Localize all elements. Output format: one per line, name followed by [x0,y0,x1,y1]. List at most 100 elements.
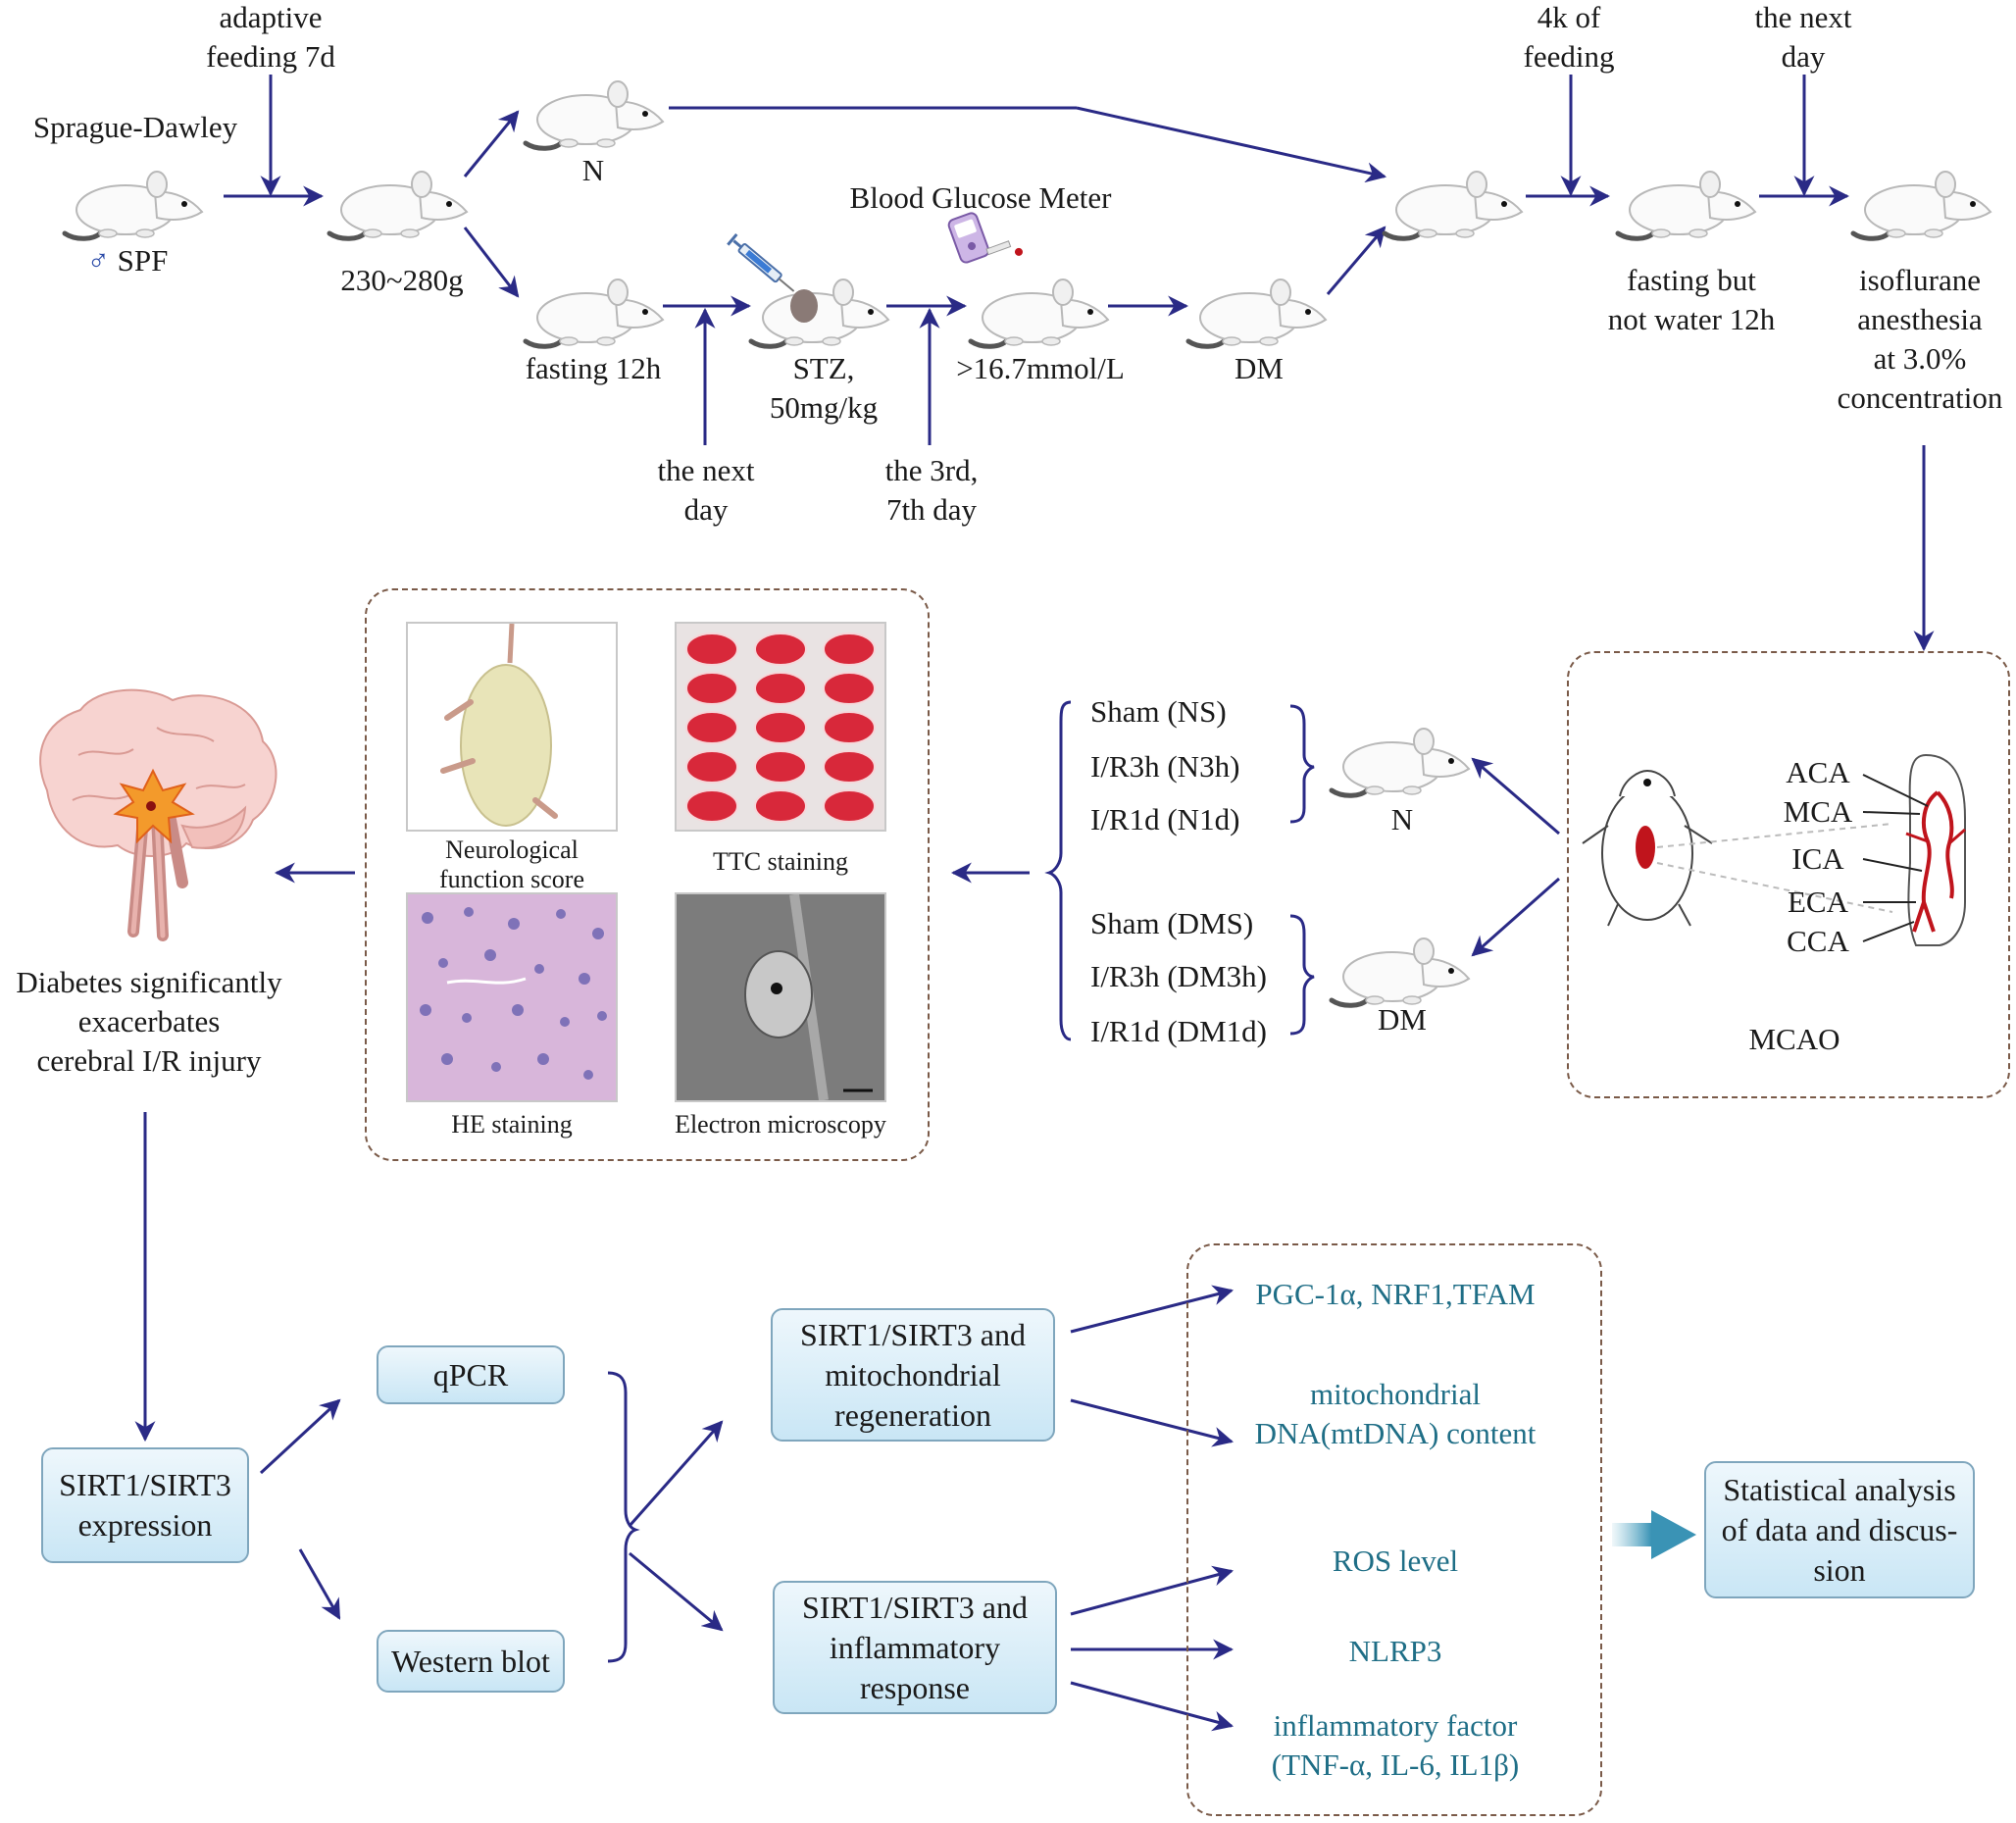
rat-icon [526,81,663,148]
group-n1d: I/R1d (N1d) [1090,802,1240,836]
qpcr-text: qPCR [432,1356,509,1393]
western-blot-text: Western blot [391,1643,550,1679]
artery-cca: CCA [1787,924,1849,958]
rat-icon [65,172,202,238]
weight-label: 230~280g [340,263,464,297]
arrow-sirt-to-qpcr [259,1398,341,1475]
syringe-icon [727,232,795,292]
rat-icon [971,279,1108,346]
arrow-n-to-merge [1076,106,1387,183]
adaptive-line-2: feeding 7d [206,39,335,74]
arrow-to-inflam-factor [1070,1681,1235,1732]
group-n-label: N [1390,802,1414,836]
mtdna-line-1: mitochondrial [1310,1377,1481,1411]
dm-label: DM [1235,351,1284,385]
adaptive-line-1: adaptive [219,0,323,34]
spf-text: SPF [117,243,169,278]
fat-arrow-icon [1612,1510,1696,1559]
ttc-label: TTC staining [713,847,848,876]
adaptive-label: adaptive feeding 7d [173,0,369,76]
arrow-brace-to-mito [628,1420,724,1527]
artery-map-icon [1862,753,1966,946]
neuro-line-1: Neurological [445,836,579,864]
he-label: HE staining [451,1110,573,1139]
sirt-box-line-1: SIRT1/SIRT3 [59,1467,231,1502]
arrow-to-mtdna [1070,1398,1235,1447]
outcome-ros: ROS level [1332,1544,1459,1578]
injection-site [790,289,818,323]
arrow-to-ros [1070,1565,1235,1616]
brain-icon [39,688,277,941]
n-group-label: N [581,153,605,187]
group-dm1d: I/R1d (DM1d) [1090,1014,1267,1048]
day37-line-1: the 3rd, [884,453,979,487]
group-n3h: I/R3h (N3h) [1090,749,1240,784]
glucometer-icon [947,212,1023,264]
neuro-line-2: function score [438,865,584,893]
artery-mca: MCA [1783,794,1853,829]
rat-icon [1332,938,1469,1005]
arrow-brace-to-inflam [629,1551,724,1632]
outcome-inflammatory-factor: inflammatory factor(TNF-α, IL-6, IL1β) [1196,1706,1594,1785]
stats-line-2: of data and discus- [1721,1511,1958,1547]
next-day2-line-1: the next [1754,0,1852,34]
arrow-to-fasting [463,227,520,298]
artery-ica: ICA [1791,841,1844,876]
braces [607,700,1315,1663]
ttc-photo [675,622,886,832]
conclusion-line-3: cerebral I/R injury [36,1043,262,1078]
stz-label: STZ,50mg/kg [745,349,902,428]
fasting-label: fasting 12h [525,351,662,385]
western-blot-box: Western blot [377,1630,565,1693]
male-symbol: ♂ [86,243,110,278]
fasting2-line-2: not water 12h [1607,302,1776,336]
mcao-label: MCAO [1748,1022,1840,1056]
artery-aca: ACA [1786,755,1850,789]
outcomes-box [1186,1243,1602,1816]
anesthesia-line-4: concentration [1837,380,2003,415]
neuro-photo [406,622,618,832]
rat-icon [1853,172,1991,238]
em-label: Electron microscopy [675,1110,886,1139]
spf-label: ♂ SPF [59,241,196,280]
rat-icon [1618,172,1755,238]
mcao-rat-illustration [1582,769,1893,927]
conclusion-line-1: Diabetes significantly [16,965,282,999]
inflam-factor-line-1: inflammatory factor [1273,1708,1518,1743]
bgm-label: Blood Glucose Meter [849,180,1112,215]
sd-label: Sprague-Dawley [32,110,238,144]
arrow-to-n [463,110,520,177]
qpcr-box: qPCR [377,1345,565,1404]
arrow-mcao-to-dm [1471,877,1560,957]
stats-line-1: Statistical analysis [1723,1471,1956,1507]
rat-icon [1385,172,1522,238]
day37-label: the 3rd,7th day [853,451,1010,530]
group-ns: Sham (NS) [1090,694,1227,729]
flow-arrows [134,75,1935,1732]
rat-icon [329,172,467,238]
hanging-rat-icon [440,623,558,827]
sirt-expression-box: SIRT1/SIRT3 expression [41,1447,249,1563]
arrow-sirt-to-wb [298,1548,341,1620]
ttc-slices-icon [685,633,876,823]
outcome-pgc: PGC-1α, NRF1,TFAM [1255,1277,1536,1311]
mito-box-line-3: regeneration [834,1396,991,1433]
group-dm3h: I/R3h (DM3h) [1090,959,1267,993]
arrow-to-pgc [1070,1285,1235,1334]
assay-brace [607,1371,640,1663]
he-photo [406,892,618,1102]
sirt-box-line-2: expression [77,1507,213,1543]
anesthesia-line-2: anesthesia [1857,302,1983,336]
em-photo [675,892,886,1102]
stz-line-1: STZ, [792,351,855,385]
arrow-mcao-to-n [1471,757,1560,836]
